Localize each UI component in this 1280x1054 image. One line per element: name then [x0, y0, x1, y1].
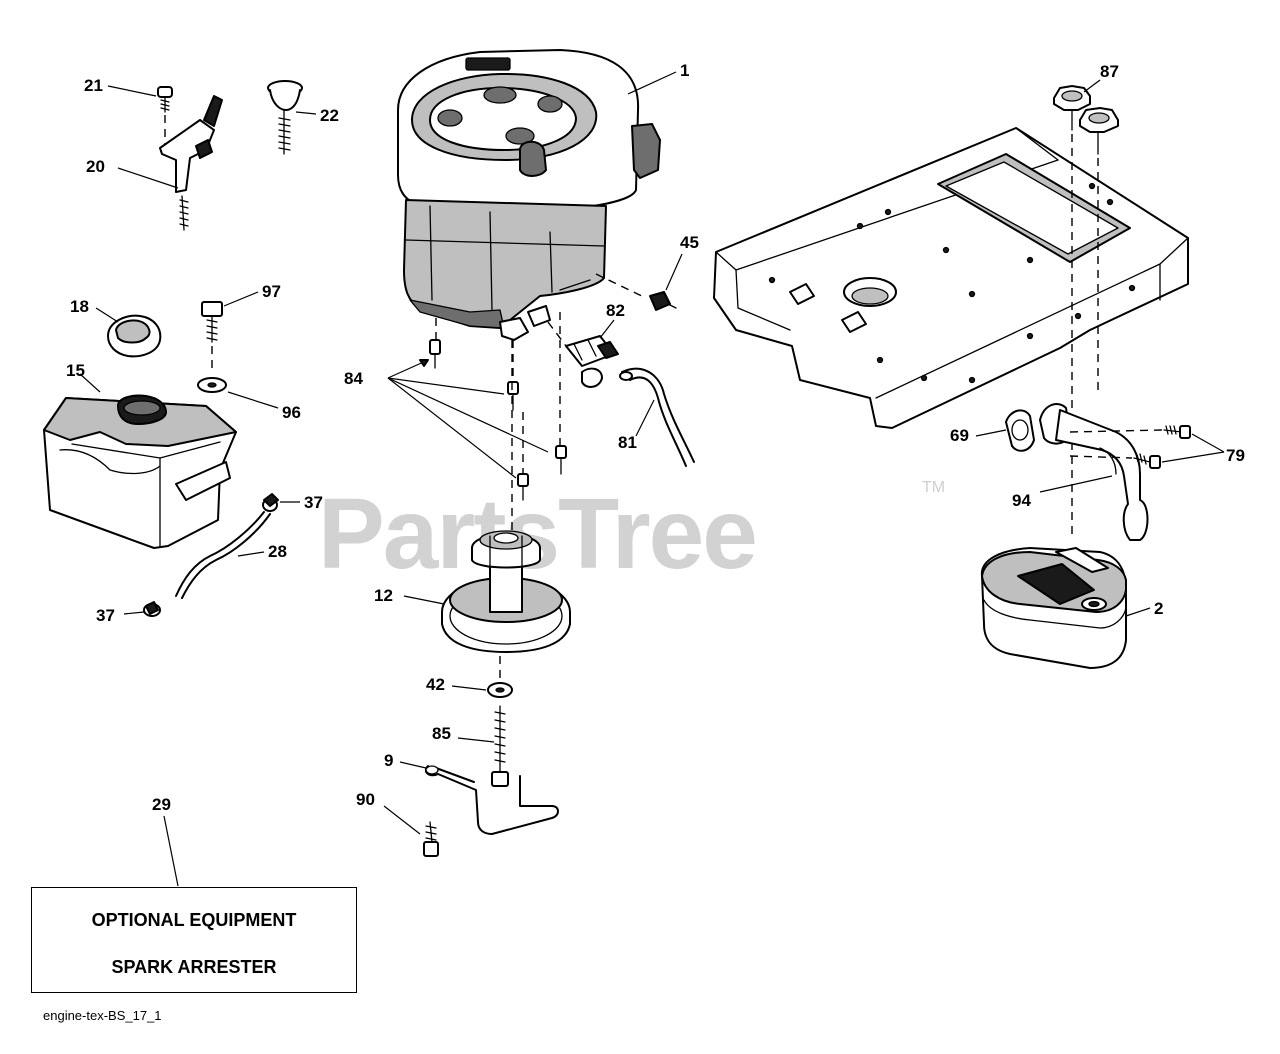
clamp-37-lower-part[interactable] — [143, 601, 161, 617]
pulley-12-part[interactable] — [441, 340, 571, 653]
gasket-69-part[interactable] — [1005, 409, 1035, 452]
chassis-frame-part[interactable] — [713, 127, 1189, 429]
callout-15: 15 — [66, 361, 85, 380]
fuel-tank-15-part[interactable] — [43, 394, 237, 549]
callout-21: 21 — [84, 76, 103, 95]
callout-37-upper: 37 — [304, 493, 323, 512]
callout-18: 18 — [70, 297, 89, 316]
callout-94: 94 — [1012, 491, 1031, 510]
note-spark-arrester: SPARK ARRESTER — [111, 957, 277, 977]
optional-equipment-note: OPTIONAL EQUIPMENT SPARK ARRESTER — [31, 887, 357, 993]
note-optional-equipment: OPTIONAL EQUIPMENT — [91, 910, 297, 930]
callout-96: 96 — [282, 403, 301, 422]
bolt-85-part[interactable] — [491, 705, 509, 787]
callout-85: 85 — [432, 724, 451, 743]
callout-29: 29 — [152, 795, 171, 814]
callout-87: 87 — [1100, 62, 1119, 81]
callout-84: 84 — [344, 369, 363, 388]
callout-37-lower: 37 — [96, 606, 115, 625]
callout-12: 12 — [374, 586, 393, 605]
throttle-control-20-part[interactable] — [159, 95, 223, 231]
fuel-hose-81-part[interactable] — [619, 367, 695, 467]
screw-21-part[interactable] — [157, 86, 173, 113]
callout-81: 81 — [618, 433, 637, 452]
callout-79: 79 — [1226, 446, 1245, 465]
screws-79-part[interactable] — [1133, 425, 1191, 469]
callout-2: 2 — [1154, 599, 1163, 618]
bolt-97-part[interactable] — [201, 301, 223, 343]
callout-28: 28 — [268, 542, 287, 561]
callout-69: 69 — [950, 426, 969, 445]
bracket-9-part[interactable] — [424, 765, 559, 835]
fuel-line-28-part[interactable] — [175, 511, 271, 599]
engine-part[interactable] — [397, 49, 661, 341]
nut-45-part[interactable] — [649, 291, 677, 311]
callout-45: 45 — [680, 233, 699, 252]
fuel-filter-82-part[interactable] — [565, 335, 619, 388]
washer-96-part[interactable] — [197, 377, 227, 393]
washer-42-part[interactable] — [487, 682, 513, 698]
clamp-37-upper-part[interactable] — [262, 493, 279, 512]
callout-22: 22 — [320, 106, 339, 125]
exhaust-pipe-94-part[interactable] — [1039, 403, 1149, 541]
callout-82: 82 — [606, 301, 625, 320]
muffler-2-part[interactable] — [980, 547, 1127, 669]
knobs-87-part[interactable] — [1053, 85, 1119, 155]
callout-90: 90 — [356, 790, 375, 809]
bolts-84-part[interactable] — [429, 339, 567, 501]
callout-1: 1 — [680, 61, 689, 80]
watermark-trademark: TM — [922, 479, 945, 496]
callout-20: 20 — [86, 157, 105, 176]
bolt-90-part[interactable] — [423, 821, 439, 857]
callout-97: 97 — [262, 282, 281, 301]
callout-9: 9 — [384, 751, 393, 770]
watermark-text: PartsTree — [318, 478, 756, 590]
diagram-file-reference: engine-tex-BS_17_1 — [43, 1008, 162, 1023]
callout-42: 42 — [426, 675, 445, 694]
partstree-watermark: PartsTree TM — [318, 478, 945, 590]
fuel-cap-18-part[interactable] — [107, 314, 162, 358]
knob-22-part[interactable] — [267, 80, 303, 155]
